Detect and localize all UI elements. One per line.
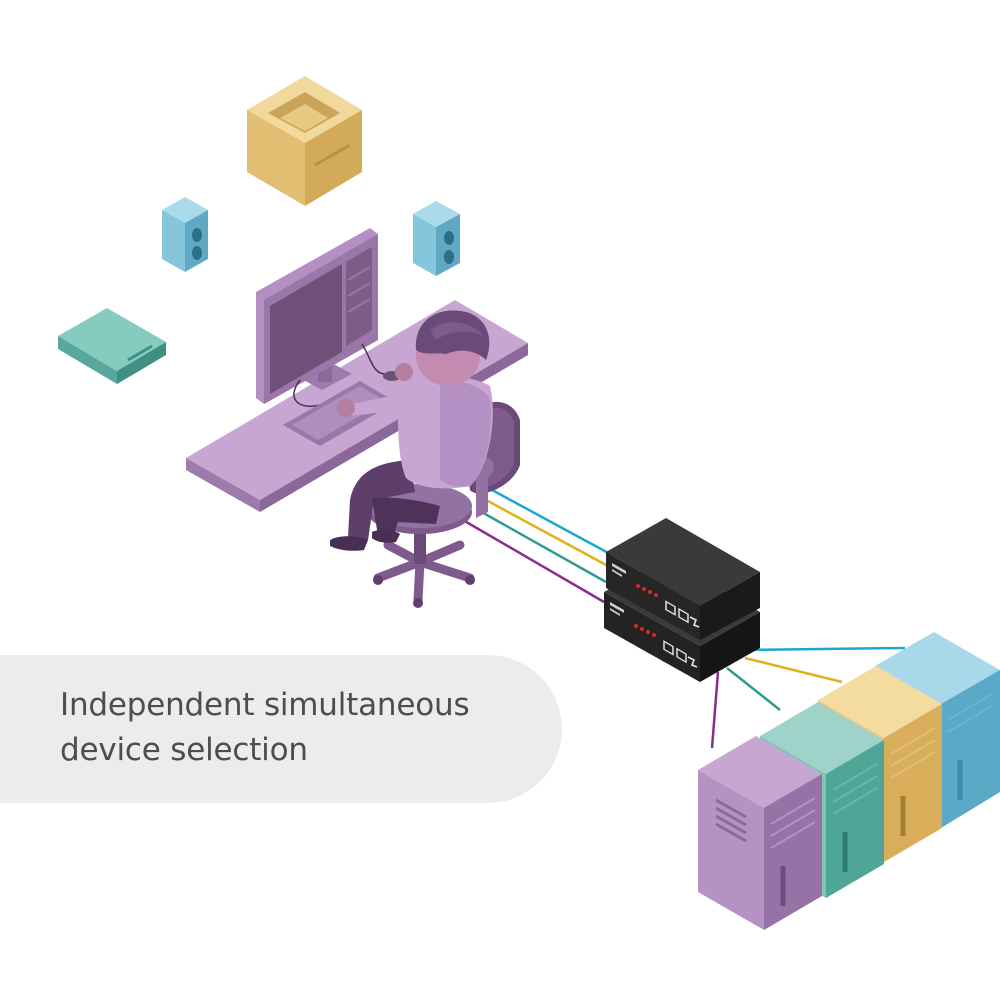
caption-box	[0, 655, 562, 803]
cable-yellow-in	[485, 498, 609, 568]
cable-blue-in	[491, 488, 613, 557]
cable-teal-out	[726, 667, 781, 711]
purple-computer-tower-icon	[698, 736, 822, 930]
monitor-cable	[293, 379, 321, 407]
input-cables	[455, 488, 613, 604]
caption-text: Independent simultaneous device selectio…	[60, 683, 540, 773]
cable-purple-in	[455, 514, 605, 604]
output-cables	[710, 646, 906, 749]
monitor-icon	[256, 228, 378, 404]
caption-line-2: device selection	[60, 732, 308, 768]
right-speaker-icon	[413, 201, 460, 276]
person-figure	[330, 310, 493, 551]
printer-icon	[247, 76, 362, 206]
cable-purple-out	[710, 671, 720, 749]
left-speaker-icon	[162, 197, 208, 272]
cable-blue-out	[739, 646, 906, 652]
kvm-switch	[604, 518, 760, 682]
mouse-cable	[361, 343, 385, 375]
caption-line-1: Independent simultaneous	[60, 687, 470, 723]
scanner-icon	[58, 308, 166, 384]
cable-yellow-out	[744, 656, 843, 684]
cable-teal-in	[477, 508, 607, 584]
